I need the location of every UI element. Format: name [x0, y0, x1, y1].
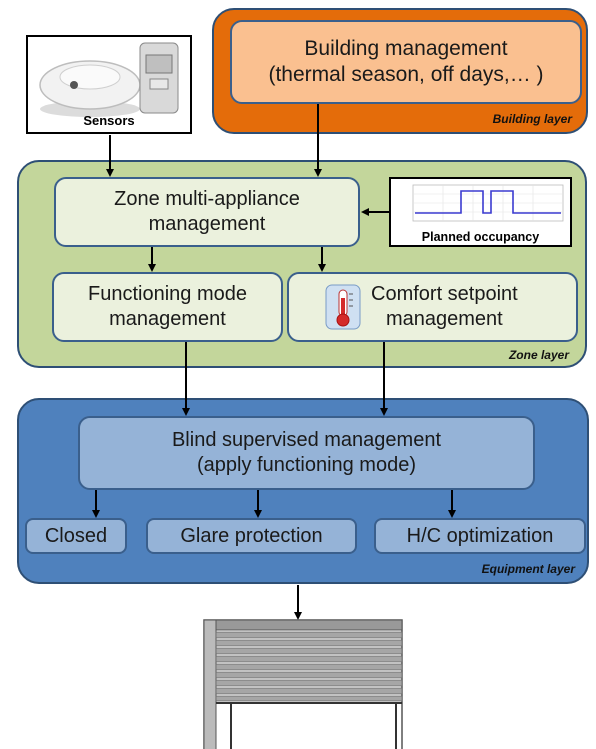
closed-mode-box: Closed — [25, 518, 127, 554]
glare-protection-label: Glare protection — [180, 524, 323, 547]
sensors-image — [39, 42, 179, 117]
functioning-mode-subtitle: management — [109, 308, 226, 330]
blind-management-title: Blind supervised management — [171, 429, 442, 451]
blind-management-box: Blind supervised management (apply funct… — [78, 416, 535, 490]
hc-optimization-label: H/C optimization — [406, 524, 554, 547]
occupancy-chart-icon — [412, 184, 564, 222]
glare-protection-box: Glare protection — [146, 518, 357, 554]
sensors-box: Sensors — [26, 35, 192, 134]
hc-optimization-box: H/C optimization — [374, 518, 586, 554]
comfort-setpoint-box: Comfort setpoint management — [287, 272, 578, 342]
comfort-setpoint-title: Comfort setpoint — [371, 283, 518, 305]
building-management-title: Building management — [304, 36, 508, 60]
building-management-box: Building management (thermal season, off… — [230, 20, 582, 104]
functioning-mode-title: Functioning mode — [88, 283, 247, 305]
zone-management-title: Zone multi-appliance — [114, 188, 300, 210]
blind-management-subtitle: (apply functioning mode) — [196, 454, 416, 476]
sensors-label: Sensors — [83, 113, 135, 128]
planned-occupancy-box: Planned occupancy — [389, 177, 572, 247]
zone-management-box: Zone multi-appliance management — [54, 177, 360, 247]
planned-occupancy-label: Planned occupancy — [421, 230, 540, 244]
equipment-layer-label: Equipment layer — [481, 562, 575, 576]
thermometer-icon — [325, 284, 361, 330]
comfort-setpoint-subtitle: management — [385, 308, 503, 330]
window-blind-icon — [203, 619, 403, 749]
closed-mode-label: Closed — [44, 524, 108, 547]
zone-management-subtitle: management — [148, 213, 266, 235]
functioning-mode-box: Functioning mode management — [52, 272, 283, 342]
building-layer-label: Building layer — [492, 112, 572, 126]
building-management-subtitle: (thermal season, off days,… ) — [268, 63, 544, 86]
zone-layer-label: Zone layer — [508, 348, 569, 362]
